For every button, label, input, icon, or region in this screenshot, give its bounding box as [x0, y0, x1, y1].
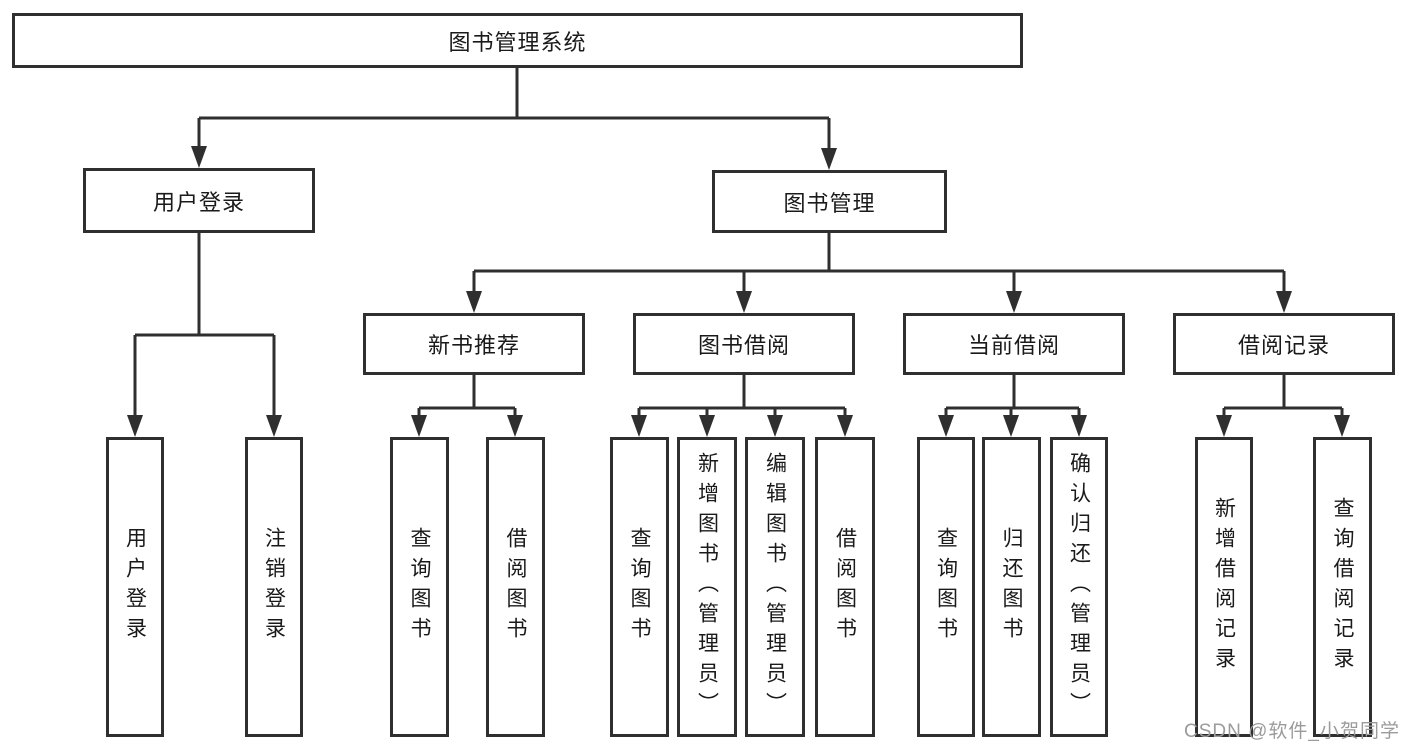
leaf-current-query-book: 查询图书	[917, 437, 975, 737]
node-label: 查询图书	[628, 527, 652, 647]
leaf-logout-login: 注销登录	[245, 437, 303, 737]
node-label: 用户登录	[152, 189, 245, 215]
watermark: CSDN @软件_小贺同学	[1184, 721, 1400, 742]
leaf-current-return-book: 归还图书	[982, 437, 1041, 737]
node-label: 归还图书	[1000, 527, 1024, 647]
node-label: 确认归还（管理员）	[1067, 452, 1091, 722]
leaf-borrow-add-book-admin: 新增图书（管理员）	[677, 437, 737, 737]
leaf-recommend-borrow-book: 借阅图书	[486, 437, 545, 737]
node-label: 新增借阅记录	[1212, 497, 1236, 677]
node-label: 查询图书	[408, 527, 432, 647]
node-label: 新书推荐	[427, 333, 520, 358]
node-label: 图书借阅	[697, 333, 790, 358]
node-label: 图书管理系统	[448, 29, 587, 55]
leaf-record-add-borrow-record: 新增借阅记录	[1195, 437, 1253, 737]
node-book-management: 图书管理	[712, 170, 947, 233]
node-label: 当前借阅	[967, 333, 1060, 358]
node-label: 查询借阅记录	[1331, 497, 1355, 677]
node-root: 图书管理系统	[12, 13, 1023, 68]
node-label: 注销登录	[262, 527, 286, 647]
node-label: 编辑图书（管理员）	[763, 452, 787, 722]
node-current-borrow: 当前借阅	[903, 313, 1125, 375]
node-label: 借阅记录	[1237, 333, 1330, 358]
node-label: 借阅图书	[504, 527, 528, 647]
leaf-borrow-edit-book-admin: 编辑图书（管理员）	[745, 437, 805, 737]
node-label: 借阅图书	[833, 527, 857, 647]
node-user-login: 用户登录	[83, 168, 315, 233]
leaf-user-login: 用户登录	[106, 437, 164, 737]
leaf-borrow-query-book: 查询图书	[610, 437, 669, 737]
node-label: 查询图书	[934, 527, 958, 647]
leaf-recommend-query-book: 查询图书	[390, 437, 449, 737]
node-label: 用户登录	[123, 527, 147, 647]
node-borrow-record: 借阅记录	[1173, 313, 1395, 375]
leaf-borrow-borrow-book: 借阅图书	[815, 437, 875, 737]
node-label: 图书管理	[783, 190, 876, 216]
node-label: 新增图书（管理员）	[695, 452, 719, 722]
node-new-book-recommend: 新书推荐	[363, 313, 585, 375]
leaf-current-confirm-return-admin: 确认归还（管理员）	[1050, 437, 1108, 737]
leaf-record-query-borrow-record: 查询借阅记录	[1313, 437, 1372, 737]
node-book-borrow: 图书借阅	[633, 313, 855, 375]
